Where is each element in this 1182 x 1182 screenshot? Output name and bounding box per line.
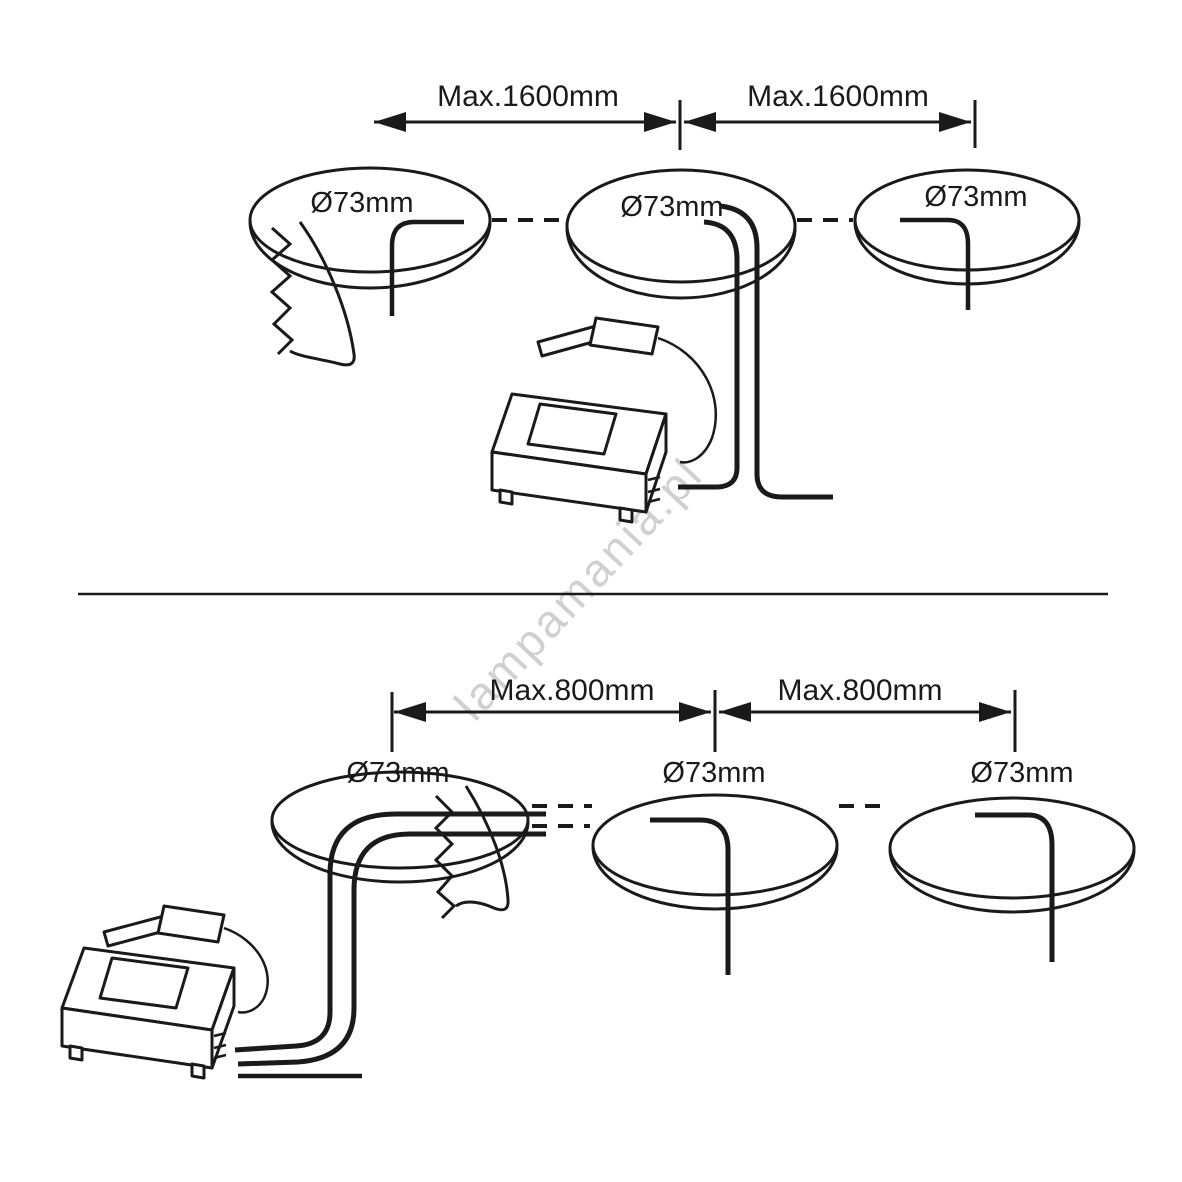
driver-side-face xyxy=(210,966,236,1070)
bottom-cables xyxy=(234,811,1055,1079)
diameter-label: Ø73mm xyxy=(620,191,723,223)
cut-zigzag xyxy=(433,794,457,920)
bottom-spacing-dimension-2: Max.800mm xyxy=(719,674,1017,752)
driver-foot xyxy=(190,1062,206,1080)
driver-side-face xyxy=(644,412,668,514)
downlight-top-1: Ø73mm xyxy=(248,166,492,290)
arrowhead-left-icon xyxy=(374,112,406,132)
disc-rim xyxy=(248,221,492,290)
cutting-tool-bottom xyxy=(433,785,510,920)
cable-downlight-3 xyxy=(900,217,971,310)
disc-rim xyxy=(565,227,797,300)
dimension-label: Max.1600mm xyxy=(437,80,619,113)
cut-zigzag xyxy=(269,226,295,356)
downlight-disc xyxy=(591,793,839,897)
downlight-bottom-3: Ø73mm xyxy=(888,757,1136,914)
downlight-bottom-1: Ø73mm xyxy=(270,757,530,884)
downlight-top-2: Ø73mm xyxy=(565,168,797,300)
dimension-label: Max.800mm xyxy=(777,674,942,707)
arrowhead-right-icon xyxy=(644,112,676,132)
arrowhead-left-icon xyxy=(394,702,426,722)
downlight-bottom-2: Ø73mm xyxy=(591,757,839,911)
cutting-tool-top xyxy=(269,221,356,367)
tool-outline xyxy=(455,785,510,912)
cable-downlight-2 xyxy=(650,817,731,975)
driver-foot xyxy=(68,1044,84,1062)
dimension-label: Max.800mm xyxy=(489,674,654,707)
terminal-mark xyxy=(213,1053,227,1060)
plug-body xyxy=(588,316,660,356)
downlight-disc xyxy=(888,796,1136,900)
cable-driver-inner xyxy=(237,831,546,1067)
plug-wire xyxy=(657,336,718,464)
bottom-diagram: Max.800mm Max.800mm Ø73mm Ø73mm Ø73mm xyxy=(60,674,1136,1080)
connector-plug-bottom xyxy=(102,904,269,1014)
tool-outline xyxy=(289,221,356,367)
driver-foot xyxy=(498,488,514,506)
downlight-disc xyxy=(248,166,492,274)
top-diagram: Max.1600mm Max.1600mm Ø73mm Ø73mm xyxy=(248,80,1081,524)
terminal-mark xyxy=(213,1043,227,1050)
terminal-mark xyxy=(647,497,661,504)
cable-driver-outer xyxy=(719,203,833,500)
arrowhead-left-icon xyxy=(719,702,751,722)
driver-box-bottom xyxy=(60,946,236,1080)
disc-rim xyxy=(591,846,839,911)
arrowhead-left-icon xyxy=(684,112,716,132)
downlight-disc xyxy=(565,168,797,284)
diameter-label: Ø73mm xyxy=(310,187,413,219)
diameter-label: Ø73mm xyxy=(924,181,1027,213)
cable-driver-outer xyxy=(234,811,546,1053)
cable-driver-inner xyxy=(678,219,740,490)
downlight-disc xyxy=(270,770,530,870)
top-spacing-dimension-1: Max.1600mm xyxy=(374,80,682,150)
plug-body xyxy=(156,904,226,944)
terminal-mark xyxy=(647,487,661,494)
connector-plug-top xyxy=(536,316,718,464)
driver-label-window xyxy=(98,956,190,1010)
cable-downlight-1 xyxy=(389,219,464,316)
diameter-label: Ø73mm xyxy=(662,757,765,789)
arrowhead-right-icon xyxy=(679,702,711,722)
dimension-label: Max.1600mm xyxy=(747,80,929,113)
terminal-mark xyxy=(213,1031,227,1038)
terminal-mark xyxy=(647,475,661,482)
driver-label-window xyxy=(526,402,618,456)
cable-downlight-3 xyxy=(975,812,1055,962)
disc-rim xyxy=(888,849,1136,914)
plug-wire xyxy=(223,926,269,1014)
driver-foot xyxy=(618,506,634,524)
top-cables xyxy=(389,203,971,500)
diameter-label: Ø73mm xyxy=(970,757,1073,789)
driver-box-top xyxy=(490,392,668,524)
bottom-spacing-dimension-1: Max.800mm xyxy=(390,674,717,752)
arrowhead-right-icon xyxy=(939,112,971,132)
disc-rim xyxy=(270,821,530,884)
top-spacing-dimension-2: Max.1600mm xyxy=(684,80,977,148)
arrowhead-right-icon xyxy=(979,702,1011,722)
